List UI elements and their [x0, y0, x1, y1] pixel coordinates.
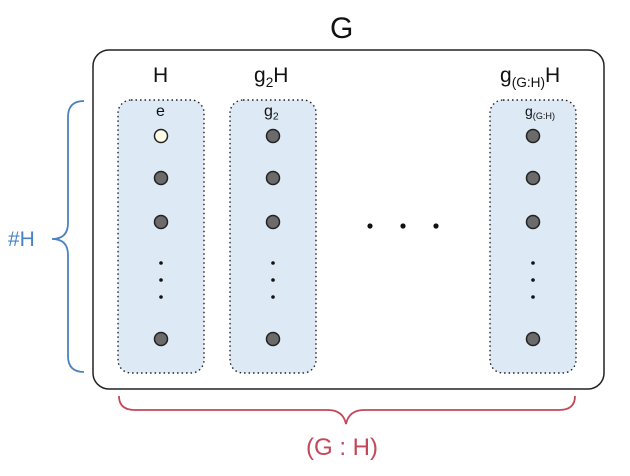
vertical-ellipsis [531, 261, 535, 299]
element-dot [265, 214, 281, 230]
element-dot [153, 170, 169, 186]
index-brace [118, 395, 576, 425]
element-dot [265, 128, 281, 144]
coset-box-g2h [229, 99, 317, 374]
representative-label-g2: g2 [264, 103, 279, 123]
element-dot [525, 128, 541, 144]
coset-title-gGHh: g(G:H)H [500, 64, 561, 90]
order-label: #H [8, 228, 35, 251]
element-dot [525, 170, 541, 186]
coset-box-h [117, 99, 205, 374]
vertical-ellipsis [159, 261, 163, 299]
representative-label-gGH: g(G:H) [525, 103, 556, 122]
group-g-box [92, 49, 605, 390]
index-label: (G : H) [306, 434, 378, 461]
horizontal-ellipsis [367, 223, 439, 229]
coset-title-g2h: g2H [254, 64, 289, 90]
element-dot [525, 214, 541, 230]
group-label: G [330, 12, 354, 45]
identity-element-dot [153, 128, 169, 144]
vertical-ellipsis [271, 261, 275, 299]
element-dot [525, 331, 541, 347]
element-dot [153, 214, 169, 230]
element-dot [265, 331, 281, 347]
identity-element-label: e [156, 103, 165, 120]
order-brace [51, 100, 85, 373]
element-dot [153, 331, 169, 347]
element-dot [265, 170, 281, 186]
coset-box-gGHh [489, 99, 577, 374]
coset-title-h: H [153, 64, 169, 87]
